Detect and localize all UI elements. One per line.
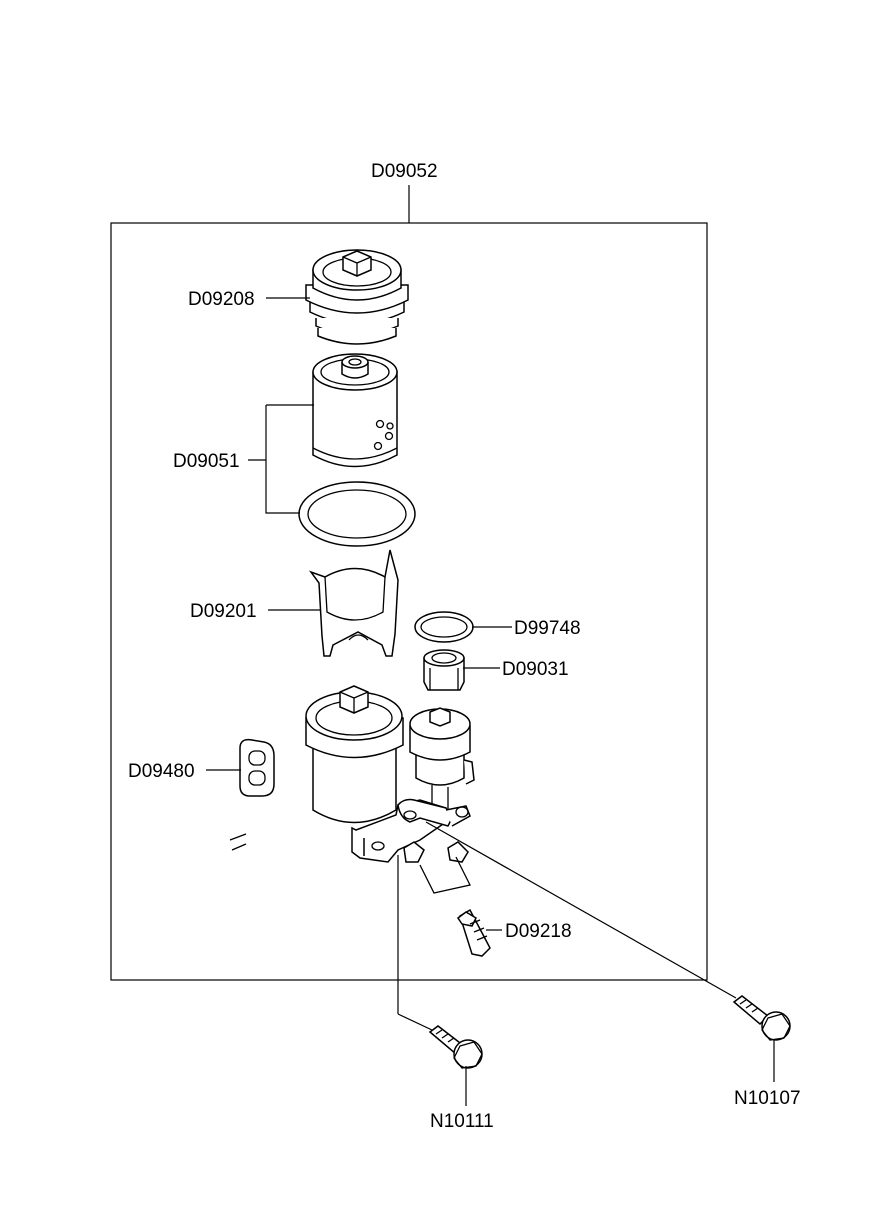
label-o-ring: D99748 (514, 618, 581, 639)
reservoir-cap-part[interactable] (305, 249, 409, 345)
leader-lines (206, 297, 775, 1106)
valve-part[interactable] (423, 649, 465, 691)
label-bracket: D09480 (128, 761, 195, 782)
o-ring-part[interactable] (414, 611, 474, 643)
label-holder: D09201 (190, 601, 257, 622)
assembly-frame (110, 185, 708, 981)
bracket-part[interactable] (239, 738, 275, 797)
label-bolt-bottom: N10111 (430, 1111, 494, 1132)
label-filter: D09051 (173, 451, 240, 472)
filter-seal-ring-part[interactable] (298, 481, 416, 547)
label-fitting: D09218 (505, 921, 572, 942)
label-assembly: D09052 (371, 161, 438, 182)
filter-holder-part[interactable] (308, 549, 399, 657)
pump-body-part[interactable] (229, 685, 475, 863)
label-valve: D09031 (502, 659, 569, 680)
label-bolt-right: N10107 (734, 1088, 801, 1109)
bolt-bottom-part[interactable] (428, 1025, 483, 1069)
label-cap: D09208 (188, 289, 255, 310)
filter-element-part[interactable] (312, 353, 398, 468)
bolt-right-part[interactable] (732, 995, 791, 1041)
fitting-part[interactable] (419, 856, 491, 957)
